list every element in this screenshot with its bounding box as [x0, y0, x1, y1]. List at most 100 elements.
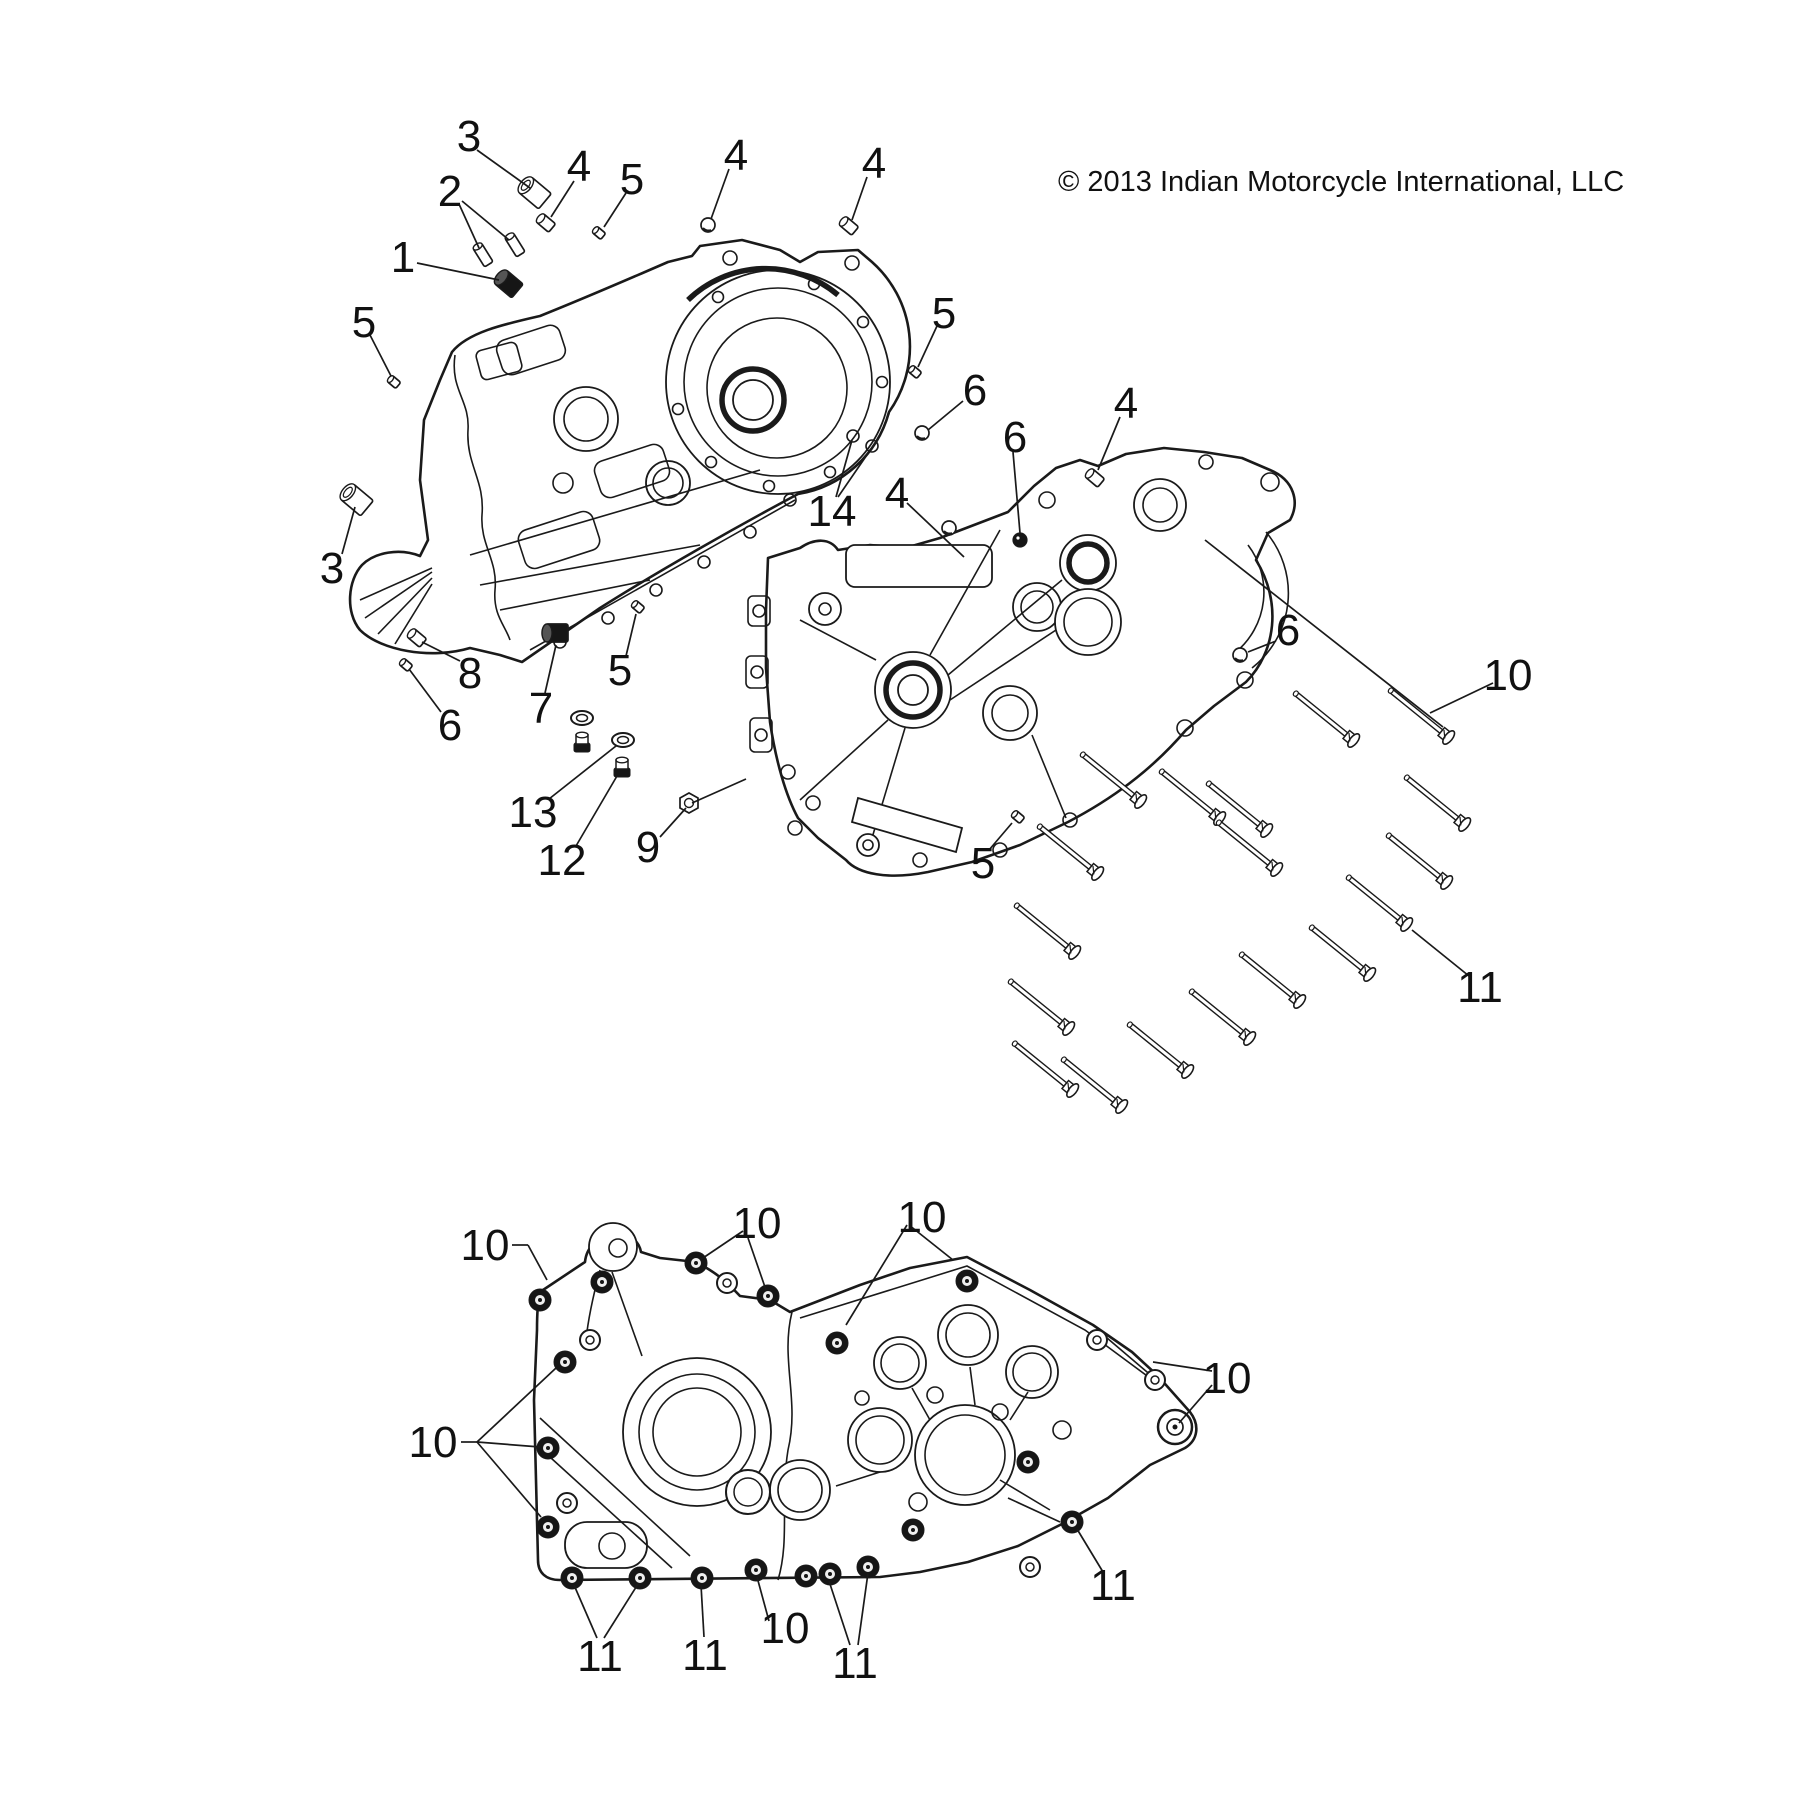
hardware-parts-layer — [339, 176, 1248, 824]
bearing-bore — [982, 685, 1038, 741]
case-joint-line — [777, 1311, 793, 1581]
right-flange-arc-inner — [1235, 544, 1265, 653]
boss-arm2 — [611, 1271, 643, 1357]
assembly-bolt-head — [756, 1284, 780, 1308]
ear-hole — [1038, 491, 1056, 509]
part-pin — [386, 375, 401, 389]
assembly-hole — [1086, 1329, 1108, 1351]
assembly-bolt-head — [690, 1566, 714, 1590]
callout-label-6: 6 — [1003, 413, 1027, 462]
top-ear-hole — [844, 255, 860, 271]
bearing-bore-inner — [1020, 590, 1054, 624]
leader-line — [851, 176, 868, 221]
callout-label-5: 5 — [620, 155, 644, 204]
leader-line — [369, 334, 392, 377]
leader-line — [476, 1441, 542, 1518]
cover-big-bore-inner2 — [652, 1387, 742, 1477]
assembly-bolt-head — [628, 1566, 652, 1590]
callout-label-10: 10 — [898, 1193, 947, 1242]
left-flange-tabs — [745, 595, 773, 753]
leader-line — [710, 168, 730, 220]
leader-line — [461, 200, 510, 241]
leader-line — [747, 1237, 767, 1291]
top-ear-edges — [699, 239, 859, 253]
flange-bolt — [1292, 690, 1361, 748]
leader-line — [828, 1580, 851, 1646]
assembly-small-holes — [854, 1386, 1072, 1512]
part-ball — [914, 425, 930, 441]
assembly-bolt-head — [1016, 1450, 1040, 1474]
cover-slot — [564, 1521, 648, 1569]
bore-inner — [1012, 1352, 1052, 1392]
flange-bolt — [1385, 832, 1454, 890]
flange-bolt — [1215, 819, 1284, 877]
output-bore-center — [897, 674, 929, 706]
assembly-bolt-head — [825, 1331, 849, 1355]
leader-line — [544, 644, 557, 694]
small-bore — [552, 472, 574, 494]
callout-label-4: 4 — [1114, 379, 1138, 428]
callout-label-6: 6 — [438, 701, 462, 750]
leader-line — [756, 1576, 770, 1622]
leader-line — [476, 149, 531, 189]
assembly-ring — [725, 1469, 771, 1515]
gasket-line — [453, 354, 511, 641]
shift-bore-inner — [563, 396, 609, 442]
pulley-boss — [588, 1222, 638, 1272]
callout-label-14: 14 — [808, 487, 857, 536]
right-flange-arc — [1251, 531, 1290, 669]
part-ball — [941, 520, 957, 536]
leader-line — [416, 262, 500, 281]
flange-bolt — [1126, 1021, 1195, 1079]
bore-inner — [777, 1467, 823, 1513]
assembly-bolt-marks-layer — [528, 1251, 1194, 1590]
upper-bracket — [475, 341, 523, 381]
flange-bolt — [1205, 780, 1274, 838]
callout-label-11: 11 — [577, 1632, 623, 1681]
callout-label-7: 7 — [529, 684, 553, 733]
part-bushing — [517, 176, 552, 210]
bottom-bracket — [850, 796, 964, 854]
bore — [937, 1304, 999, 1366]
leader-line — [857, 1572, 869, 1646]
bearing-bore-inner — [1142, 487, 1178, 523]
assembly-bolt-head — [528, 1288, 552, 1312]
flange-bolt — [1013, 902, 1082, 960]
flange-rim-holes — [671, 277, 889, 493]
callout-label-6: 6 — [963, 366, 987, 415]
leader-line-layer — [341, 149, 1494, 1646]
bottom-assembly-view — [532, 1222, 1198, 1582]
part-nut — [679, 792, 699, 814]
leader-line — [527, 1244, 548, 1281]
clutch-opening — [706, 317, 848, 459]
callout-label-2: 2 — [438, 167, 462, 216]
cover-slot-hole — [598, 1532, 626, 1560]
bearing-bore-ring — [1066, 541, 1110, 585]
assembly-ribs — [835, 1366, 1061, 1523]
assembly-hole — [556, 1492, 578, 1514]
flange-bolt — [1079, 751, 1148, 809]
part-dowel — [535, 213, 556, 233]
part-bushing — [339, 483, 374, 517]
bearing-bore-inner — [991, 694, 1029, 732]
copyright-notice: © 2013 Indian Motorcycle International, … — [1058, 166, 1625, 198]
assembly-bolt-head — [536, 1515, 560, 1539]
leader-line — [408, 668, 442, 713]
flange-bolt — [1345, 874, 1414, 932]
leader-line — [1012, 451, 1021, 534]
bracket-hole-inner — [862, 839, 874, 851]
flange-bolt — [1011, 1040, 1080, 1098]
leader-line — [927, 400, 964, 431]
ridge-line — [799, 1265, 1151, 1379]
leader-line — [1411, 929, 1470, 977]
callout-label-10: 10 — [461, 1221, 510, 1270]
callout-label-1: 1 — [391, 233, 415, 282]
right-crankcase-view — [745, 446, 1296, 877]
crank-seal-bore — [732, 379, 774, 421]
flange-bolt — [1188, 988, 1257, 1046]
part-pin — [907, 365, 922, 379]
case-ribs — [469, 469, 796, 651]
callout-label-11: 11 — [1090, 1561, 1136, 1610]
leader-line — [845, 1224, 908, 1326]
